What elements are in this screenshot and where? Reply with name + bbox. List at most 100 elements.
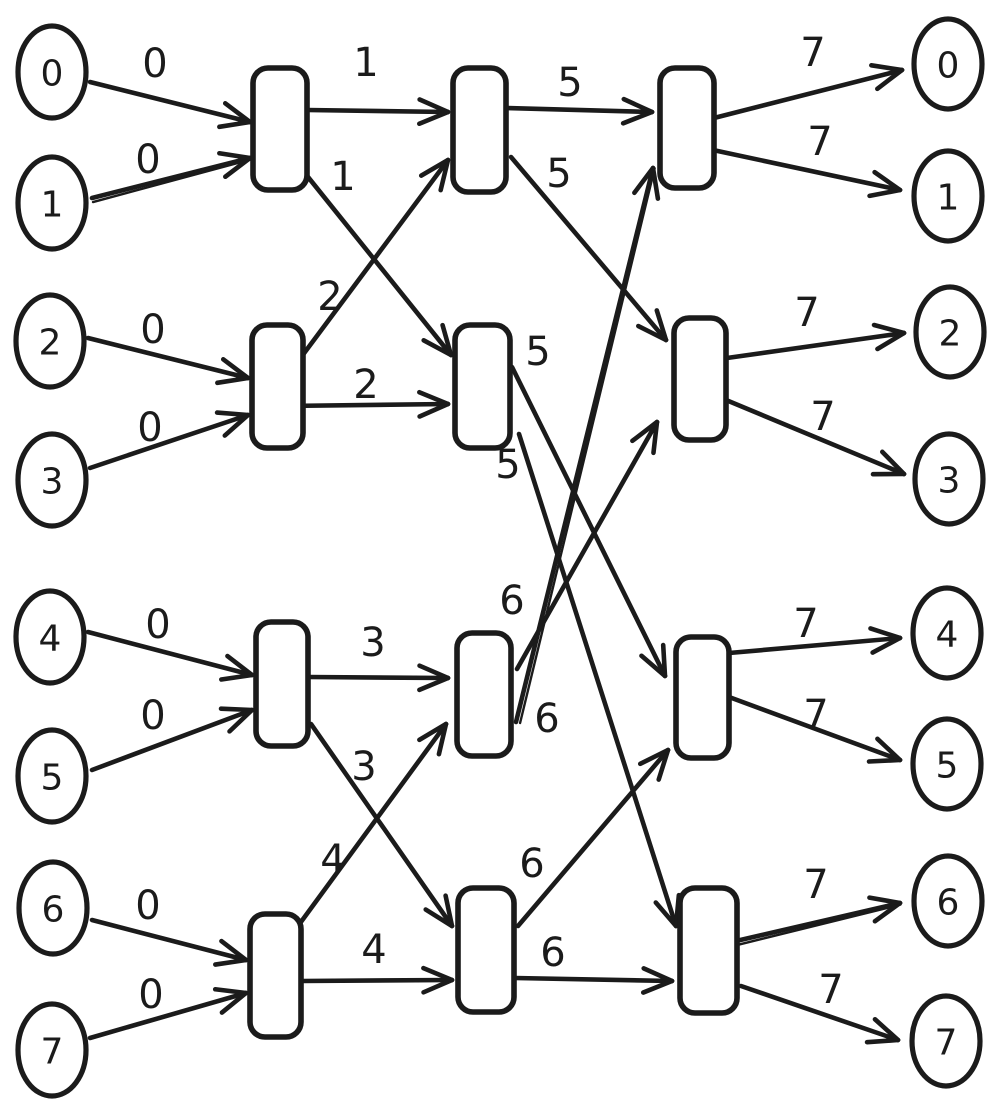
edge-line <box>89 917 249 963</box>
switch-box-sw-2a <box>450 65 509 195</box>
input-node-3: 3 <box>15 431 89 529</box>
edge-label: 7 <box>800 30 825 76</box>
input-node-6: 6 <box>16 859 90 957</box>
arrowhead-icon <box>443 893 455 929</box>
input-node-label: 5 <box>41 758 64 799</box>
input-node-label: 1 <box>41 185 64 226</box>
output-node-6: 6 <box>911 853 985 949</box>
edge-line <box>85 629 255 678</box>
edge-line <box>295 721 449 929</box>
edge-label: 6 <box>499 578 524 624</box>
output-node-circle <box>912 431 986 527</box>
arrowhead-icon <box>418 157 451 178</box>
output-node-2: 2 <box>913 284 987 380</box>
edge-line <box>304 107 451 115</box>
edge-line <box>515 747 671 929</box>
arrowhead-icon <box>219 990 249 1015</box>
arrowhead-icon <box>875 330 907 352</box>
arrowhead-icon <box>872 169 903 193</box>
arrowhead-icon <box>222 412 251 438</box>
edge-sw-2a-sw-3b: 5 <box>508 151 669 343</box>
switch-box-sw-1c <box>253 619 311 749</box>
input-node-circle <box>15 154 89 252</box>
switch-box-sw-3a <box>657 65 717 191</box>
edge-sw-1b-sw-2b: 2 <box>281 362 451 419</box>
arrowhead-icon <box>421 977 455 995</box>
arrowhead-icon <box>637 747 671 767</box>
output-node-label: 2 <box>939 314 962 355</box>
arrowhead-icon <box>440 322 454 358</box>
input-node-label: 7 <box>41 1032 64 1073</box>
arrowhead-icon <box>656 747 671 782</box>
output-node-label: 1 <box>937 178 960 219</box>
arrowhead-icon <box>223 155 253 180</box>
edge-sw-1b-sw-2a: 2 <box>299 157 451 359</box>
edge-line <box>299 157 451 359</box>
input-node-1: 1 <box>15 154 89 252</box>
arrowhead-icon <box>417 675 451 693</box>
arrowhead-icon <box>870 635 903 655</box>
output-node-circle <box>910 716 984 812</box>
edge-label: 7 <box>818 967 843 1013</box>
edge-label: 5 <box>546 151 571 197</box>
edge-sw-2d-sw-3d: 6 <box>512 930 675 995</box>
edge-sw-3b-out-3: 7 <box>723 394 907 477</box>
edge-sw-1c-sw-2d: 3 <box>308 721 455 929</box>
output-node-label: 5 <box>936 746 959 787</box>
edge-sw-1a-sw-2b: 1 <box>301 154 454 358</box>
arrowhead-icon <box>640 978 675 995</box>
input-node-circle <box>15 1001 89 1099</box>
arrowhead-icon <box>213 957 249 967</box>
arrowhead-icon <box>423 907 455 929</box>
arrowhead-icon <box>217 150 253 161</box>
switch-box-sw-2d <box>455 885 517 1015</box>
arrowhead-icon <box>866 757 903 764</box>
input-node-label: 6 <box>42 890 65 931</box>
edge-label: 4 <box>320 837 345 883</box>
arrowhead-icon <box>227 707 255 734</box>
output-node-4: 4 <box>910 585 984 681</box>
edge-label: 4 <box>361 927 386 973</box>
edge-sw-2d-sw-3c: 6 <box>515 747 671 929</box>
switch-box-sw-3c <box>673 634 732 761</box>
edge-line <box>738 983 901 1043</box>
edge-label: 7 <box>793 601 818 647</box>
edge-sw-3d-out-7: 7 <box>738 967 901 1045</box>
arrowhead-icon <box>639 653 668 679</box>
edge-sw-1a-sw-2a: 1 <box>304 40 451 127</box>
output-node-circle <box>909 993 983 1089</box>
arrowhead-icon <box>871 322 907 336</box>
edge-label: 7 <box>794 290 819 336</box>
edge-sw-2a-sw-3a: 5 <box>503 60 655 126</box>
edge-label: 1 <box>353 40 378 86</box>
edge-label: 2 <box>317 274 342 320</box>
edge-line <box>724 330 907 361</box>
edge-label: 7 <box>807 119 832 165</box>
edge-label: 5 <box>525 329 550 375</box>
arrowhead-icon <box>222 101 253 125</box>
arrowhead-icon <box>867 895 903 906</box>
arrowhead-icon <box>217 119 253 130</box>
input-node-label: 3 <box>41 462 64 503</box>
edge-line-doubled-stroke <box>735 903 902 947</box>
output-node-label: 7 <box>935 1023 958 1064</box>
arrowhead-icon <box>438 157 451 193</box>
arrowhead-icon <box>875 736 903 763</box>
edge-in-1-sw-1a: 0 <box>89 137 253 204</box>
arrowhead-icon <box>225 653 255 678</box>
arrowhead-icon <box>215 375 251 386</box>
edge-label: 0 <box>142 41 167 87</box>
edge-line <box>710 147 903 193</box>
output-node-label: 0 <box>937 46 960 87</box>
edge-line <box>512 975 675 984</box>
switch-box-sw-1b <box>249 322 306 451</box>
edge-in-6-sw-1d: 0 <box>89 883 249 967</box>
edge-in-5-sw-1c: 0 <box>89 693 255 773</box>
arrowhead-icon <box>872 900 903 924</box>
edge-label: 7 <box>803 692 828 738</box>
output-node-label: 6 <box>937 883 960 924</box>
edge-line <box>87 412 251 471</box>
edge-line-doubled-stroke <box>91 158 252 204</box>
edge-line <box>89 707 255 773</box>
input-node-circle <box>16 859 90 957</box>
